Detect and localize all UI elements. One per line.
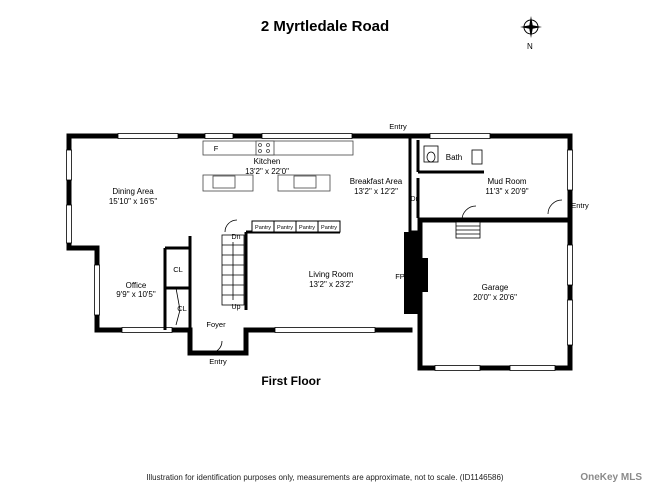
exterior-walls (66, 133, 573, 371)
office-size: 9'9" x 10'5" (116, 290, 156, 299)
pantry-label: Pantry (299, 225, 315, 231)
breakfast-size: 13'2" x 12'2" (354, 187, 398, 196)
bath-fixtures (423, 145, 483, 165)
entry-right-label: Entry (571, 201, 589, 210)
mudroom-down-label: Dn (411, 196, 420, 203)
mudroom-steps (455, 221, 481, 239)
pantry-label: Pantry (321, 225, 337, 231)
entry-bottom-label: Entry (209, 357, 227, 366)
door-swings (175, 199, 563, 354)
dining-size: 15'10" x 16'5" (109, 197, 157, 206)
bath-name: Bath (446, 153, 462, 162)
living-size: 13'2" x 23'2" (309, 280, 353, 289)
windows (66, 133, 573, 371)
pantry-label: Pantry (277, 225, 293, 231)
entry-top-label: Entry (389, 122, 407, 131)
living-name: Living Room (309, 270, 354, 279)
compass-north-label: N (527, 42, 533, 51)
watermark: OneKey MLS (580, 472, 642, 483)
interior-walls (163, 136, 484, 330)
kitchen-size: 13'2" x 22'0" (245, 167, 289, 176)
compass-icon (520, 16, 542, 38)
foyer-label: Foyer (206, 320, 226, 329)
stair-up-label: Up (232, 304, 241, 311)
stair-down-label: Dn (232, 234, 241, 241)
pantry-row (251, 220, 341, 233)
office-name: Office (126, 281, 147, 290)
fireplace (404, 232, 428, 314)
plan-title: 2 Myrtledale Road (260, 18, 390, 35)
kitchen-counters (202, 140, 354, 192)
breakfast-name: Breakfast Area (350, 177, 403, 186)
staircase (221, 234, 245, 306)
dining-name: Dining Area (112, 187, 154, 196)
garage-name: Garage (482, 283, 509, 292)
mudroom-name: Mud Room (487, 177, 526, 186)
kitchen-name: Kitchen (254, 157, 281, 166)
closet-lower-label: CL (177, 304, 187, 313)
mudroom-size: 11'3" x 20'9" (485, 187, 528, 196)
disclaimer: Illustration for identification purposes… (146, 473, 504, 482)
fireplace-label: FP (395, 272, 405, 281)
closet-upper-label: CL (173, 265, 183, 274)
floor-label: First Floor (261, 374, 321, 388)
fridge-label: F (214, 144, 219, 153)
garage-size: 20'0" x 20'6" (473, 293, 517, 302)
pantry-label: Pantry (255, 225, 271, 231)
